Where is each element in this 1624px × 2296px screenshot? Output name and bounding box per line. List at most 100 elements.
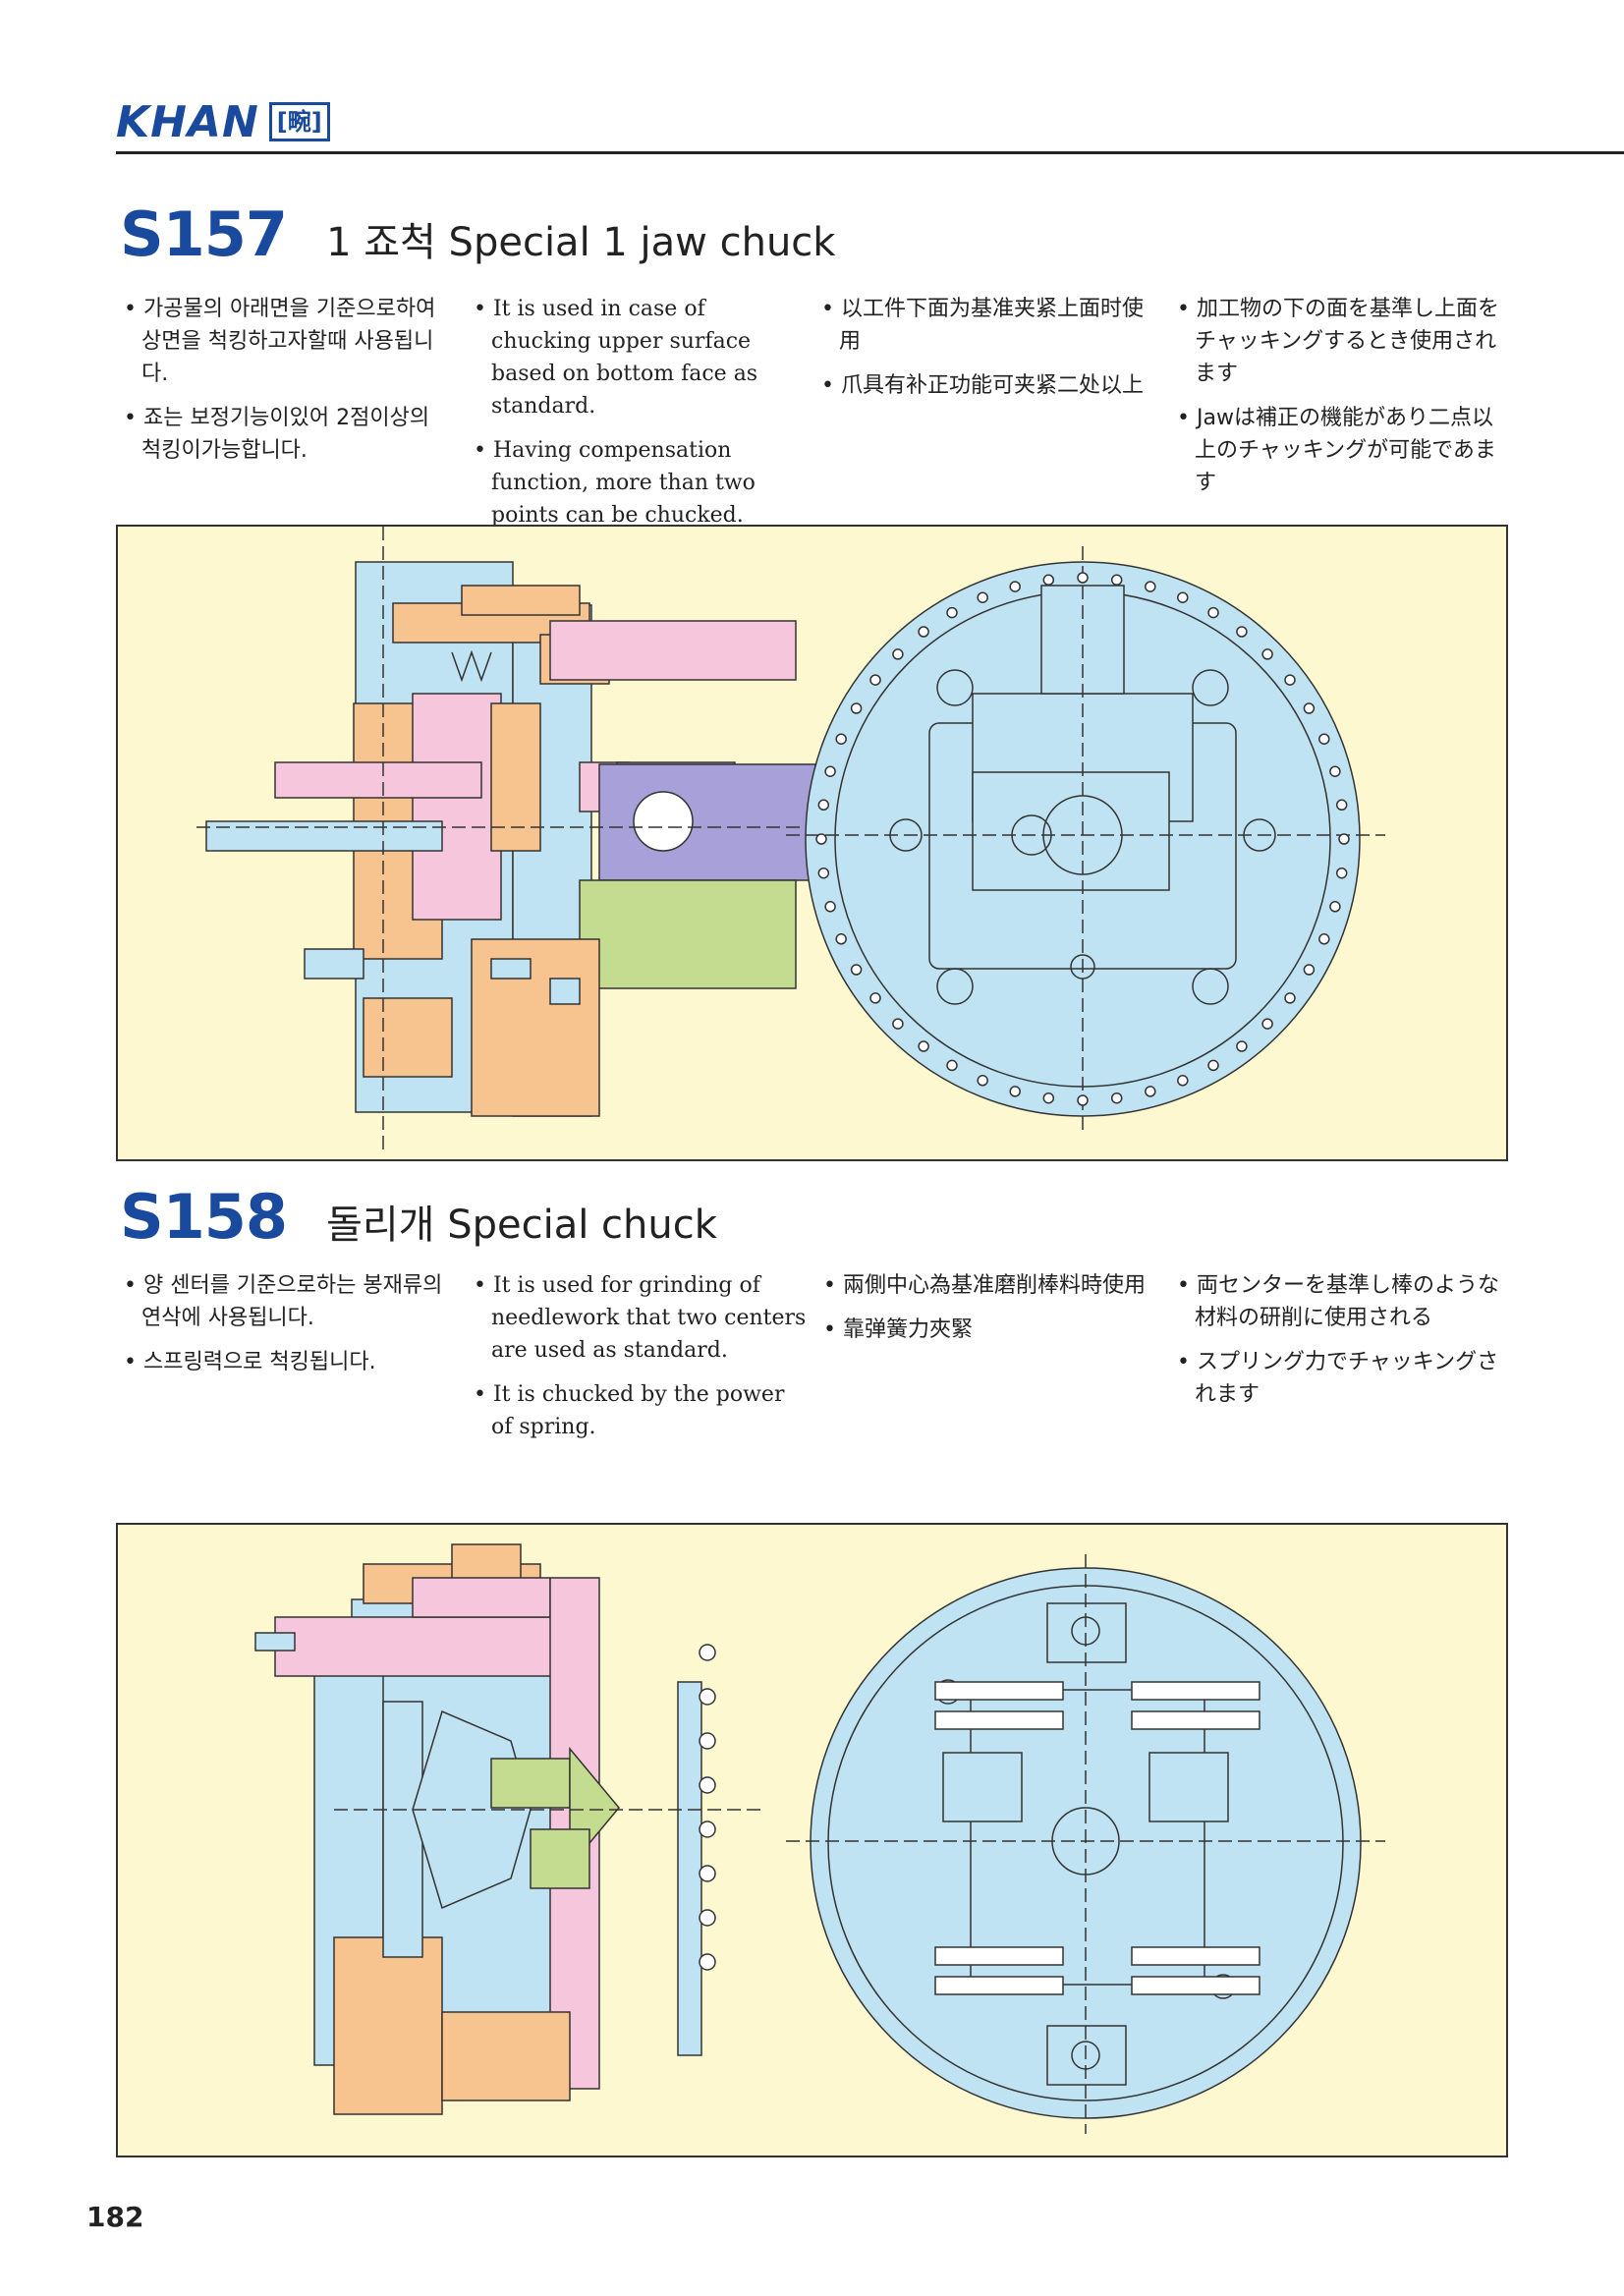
- section-code: S158: [120, 1181, 288, 1253]
- bolt-hole: [699, 1953, 716, 1971]
- bolt-hole: [892, 1018, 904, 1030]
- bullet: 加工物の下の面を基準し上面をチャッキングするとき使用されます: [1177, 293, 1511, 390]
- header-rule: [116, 151, 1624, 154]
- bolt-hole: [1110, 574, 1123, 587]
- bolt-hole: [1261, 1018, 1273, 1030]
- bolt-hole: [1042, 574, 1055, 587]
- brand-logo: KHAN [畹]: [116, 96, 330, 147]
- bolt-hole: [1207, 1059, 1219, 1072]
- s158-drawing-panel: [116, 1523, 1508, 2157]
- s158-korean-text: 양 센터를 기준으로하는 봉재류의 연삭에 사용됩니다. 스프링력으로 척킹됩니…: [124, 1269, 458, 1390]
- bolt-hole: [699, 1644, 716, 1661]
- bolt-hole: [977, 1075, 988, 1087]
- bolt-hole: [824, 765, 836, 777]
- bolt-hole: [1329, 765, 1341, 777]
- bolt-hole: [1284, 674, 1296, 686]
- bullet: It is used in case of chucking upper sur…: [474, 293, 802, 422]
- section-title: 돌리개 Special chuck: [326, 1203, 717, 1248]
- bolt-hole: [918, 1040, 929, 1052]
- bolt-hole: [892, 648, 904, 660]
- bolt-hole: [946, 606, 958, 619]
- s157-english-text: It is used in case of chucking upper sur…: [474, 293, 802, 543]
- bolt-hole: [977, 591, 988, 603]
- bolt-hole: [1145, 581, 1156, 592]
- bolt-hole: [1236, 626, 1248, 638]
- bolt-hole: [1145, 1086, 1156, 1097]
- bullet: Having compensation function, more than …: [474, 434, 802, 532]
- bolt-hole: [817, 867, 830, 879]
- s157-japanese-text: 加工物の下の面を基準し上面をチャッキングするとき使用されます Jawは補正の機能…: [1177, 293, 1511, 511]
- bolt-hole: [850, 702, 863, 714]
- page-number: 182: [86, 2201, 144, 2233]
- s158-section-view: [254, 1543, 766, 2115]
- s158-hole-column: [699, 1644, 716, 1971]
- bolt-hole: [1318, 933, 1330, 945]
- bullet: 兩側中心為基准磨削棒料時使用: [823, 1269, 1157, 1302]
- bullet: 靠弹簧力夾緊: [823, 1314, 1157, 1346]
- section-code: S157: [120, 198, 288, 270]
- bolt-hole: [1236, 1040, 1248, 1052]
- bolt-hole: [1335, 867, 1348, 879]
- bolt-hole: [1284, 992, 1296, 1004]
- bolt-hole: [699, 1776, 716, 1794]
- s157-section-view: [196, 527, 825, 1155]
- bolt-hole: [817, 799, 830, 812]
- s157-technical-drawing: [196, 527, 1385, 1155]
- bolt-hole: [1077, 572, 1089, 584]
- bolt-hole: [1303, 964, 1316, 976]
- bullet: It is used for grinding of needlework th…: [474, 1269, 808, 1367]
- bolt-hole: [835, 933, 847, 945]
- bolt-hole: [1329, 901, 1341, 913]
- bolt-hole: [1335, 799, 1348, 812]
- bolt-hole: [946, 1059, 958, 1072]
- bolt-hole: [918, 626, 929, 638]
- bolt-hole: [1009, 581, 1021, 592]
- s158-chinese-text: 兩側中心為基准磨削棒料時使用 靠弹簧力夾緊: [823, 1269, 1157, 1358]
- bullet: 以工件下面为基准夹紧上面时使用: [821, 293, 1155, 358]
- s157-korean-text: 가공물의 아래면을 기준으로하여 상면을 척킹하고자할때 사용됩니다. 죠는 보…: [124, 293, 456, 478]
- bolt-hole: [1177, 591, 1189, 603]
- bolt-hole: [699, 1688, 716, 1706]
- bullet: スプリング力でチャッキングされます: [1177, 1346, 1511, 1411]
- brand-mark: [畹]: [268, 102, 330, 141]
- bolt-hole: [1110, 1092, 1123, 1104]
- bolt-hole: [1303, 702, 1316, 714]
- bolt-hole: [699, 1732, 716, 1750]
- bolt-hole: [1042, 1092, 1055, 1104]
- bolt-hole: [869, 674, 881, 686]
- bolt-hole: [815, 833, 827, 845]
- bullet: Jawは補正の機能があり二点以上のチャッキングが可能であます: [1177, 402, 1511, 499]
- bullet: 両センターを基準し棒のような材料の研削に使用される: [1177, 1269, 1511, 1334]
- bolt-hole: [1318, 733, 1330, 745]
- s158-technical-drawing: [254, 1543, 1385, 2134]
- bolt-hole: [699, 1820, 716, 1838]
- bolt-hole: [835, 733, 847, 745]
- s157-drawing-panel: [116, 525, 1508, 1161]
- bolt-hole: [1261, 648, 1273, 660]
- bullet: 스프링력으로 척킹됩니다.: [124, 1346, 458, 1378]
- section-heading-s157: S157 1 죠척 Special 1 jaw chuck: [120, 198, 835, 270]
- bolt-hole: [1207, 606, 1219, 619]
- bolt-hole: [699, 1909, 716, 1927]
- bullet: It is chucked by the power of spring.: [474, 1378, 808, 1443]
- bolt-hole: [869, 992, 881, 1004]
- bullet: 죠는 보정기능이있어 2점이상의 척킹이가능합니다.: [124, 402, 456, 467]
- bolt-hole: [1338, 833, 1350, 845]
- bolt-hole: [699, 1865, 716, 1882]
- bolt-hole: [1177, 1075, 1189, 1087]
- s158-english-text: It is used for grinding of needlework th…: [474, 1269, 808, 1455]
- section-heading-s158: S158 돌리개 Special chuck: [120, 1181, 717, 1253]
- section-title: 1 죠척 Special 1 jaw chuck: [326, 220, 836, 265]
- s157-bolt-circle: [815, 572, 1350, 1106]
- bolt-hole: [850, 964, 863, 976]
- s158-front-view: [786, 1554, 1385, 2134]
- s157-chinese-text: 以工件下面为基准夹紧上面时使用 爪具有补正功能可夹紧二处以上: [821, 293, 1155, 414]
- bullet: 爪具有补正功能可夹紧二处以上: [821, 369, 1155, 402]
- s157-front-view: [786, 546, 1385, 1132]
- s158-japanese-text: 両センターを基準し棒のような材料の研削に使用される スプリング力でチャッキングさ…: [1177, 1269, 1511, 1423]
- brand-name: KHAN: [116, 96, 259, 147]
- bullet: 가공물의 아래면을 기준으로하여 상면을 척킹하고자할때 사용됩니다.: [124, 293, 456, 390]
- bolt-hole: [824, 901, 836, 913]
- bolt-hole: [1009, 1086, 1021, 1097]
- bullet: 양 센터를 기준으로하는 봉재류의 연삭에 사용됩니다.: [124, 1269, 458, 1334]
